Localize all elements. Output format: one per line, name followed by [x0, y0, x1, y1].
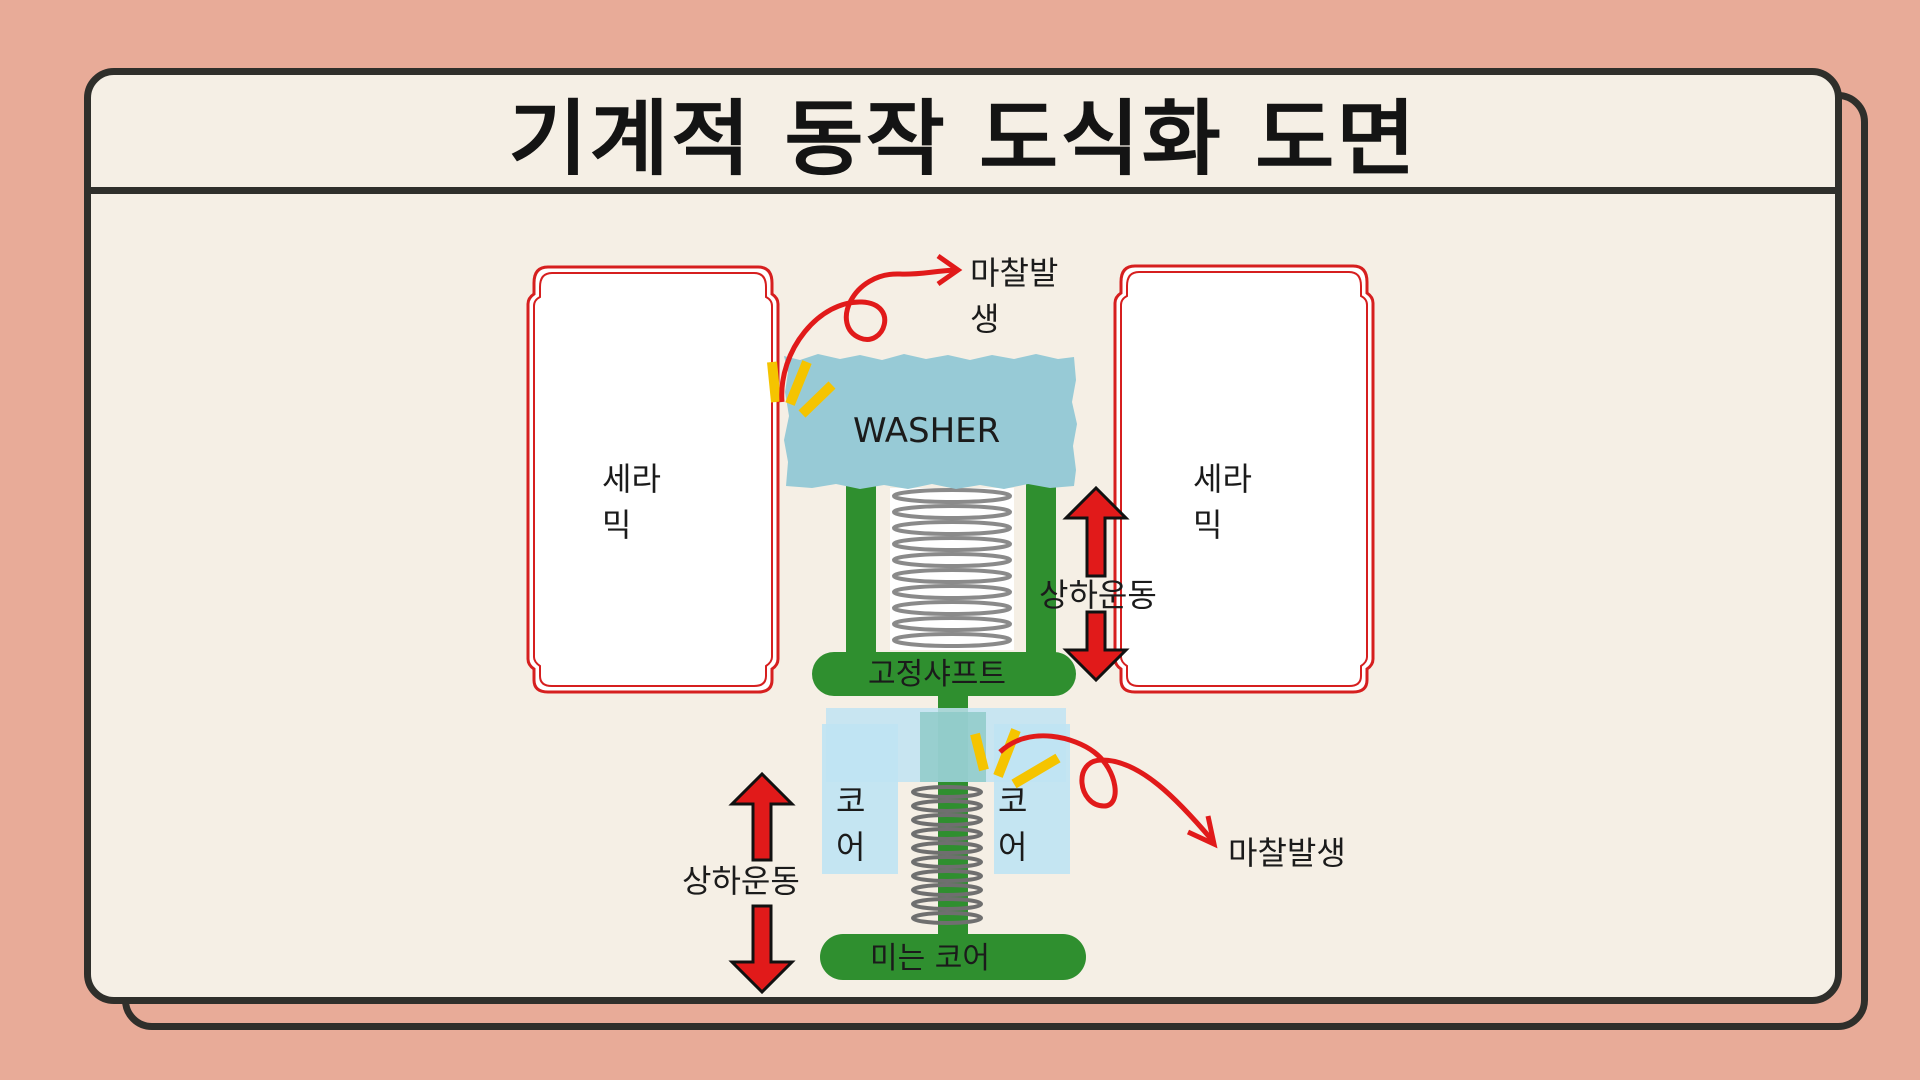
friction-arrow-top — [779, 253, 963, 403]
fixed-shaft: 고정샤프트 — [812, 652, 1076, 696]
fixed-shaft-label: 고정샤프트 — [868, 657, 1006, 692]
motion-left-label: 상하운동 — [682, 862, 800, 900]
friction-top-label-2: 생 — [970, 300, 999, 338]
washer-label: WASHER — [853, 411, 1000, 451]
page-title: 기계적 동작 도식화 도면 — [508, 91, 1418, 187]
motion-arrow-left — [728, 771, 796, 995]
friction-arrow-bottom — [998, 733, 1218, 849]
ceramic-right-label-2: 믹 — [1193, 506, 1222, 544]
upper-shaft-housing — [846, 480, 1056, 660]
ceramic-block-left: 세라 믹 — [526, 265, 780, 694]
upper-spring — [890, 488, 1014, 650]
push-core-label: 미는 코어 — [870, 941, 990, 976]
motion-right-label: 상하운동 — [1039, 576, 1157, 614]
core-right-label-1: 코 — [998, 782, 1027, 820]
title-bar: 기계적 동작 도식화 도면 — [91, 75, 1835, 194]
ceramic-block-right: 세라 믹 — [1113, 264, 1375, 694]
friction-highlight-top — [767, 360, 836, 418]
ceramic-left-label-2: 믹 — [602, 506, 631, 544]
motion-arrow-right — [1062, 485, 1130, 683]
push-core: 미는 코어 — [820, 934, 1086, 980]
core-left-label-2: 어 — [836, 828, 865, 866]
lower-spring — [911, 785, 983, 925]
washer: WASHER — [784, 354, 1077, 489]
ceramic-left-label-1: 세라 — [602, 460, 661, 498]
friction-bottom-label: 마찰발생 — [1228, 834, 1346, 872]
core-left-label-1: 코 — [836, 782, 865, 820]
friction-highlight-bottom — [970, 728, 1061, 789]
core-right-label-2: 어 — [998, 828, 1027, 866]
friction-top-label-1: 마찰발 — [970, 254, 1058, 292]
ceramic-right-label-1: 세라 — [1193, 460, 1252, 498]
